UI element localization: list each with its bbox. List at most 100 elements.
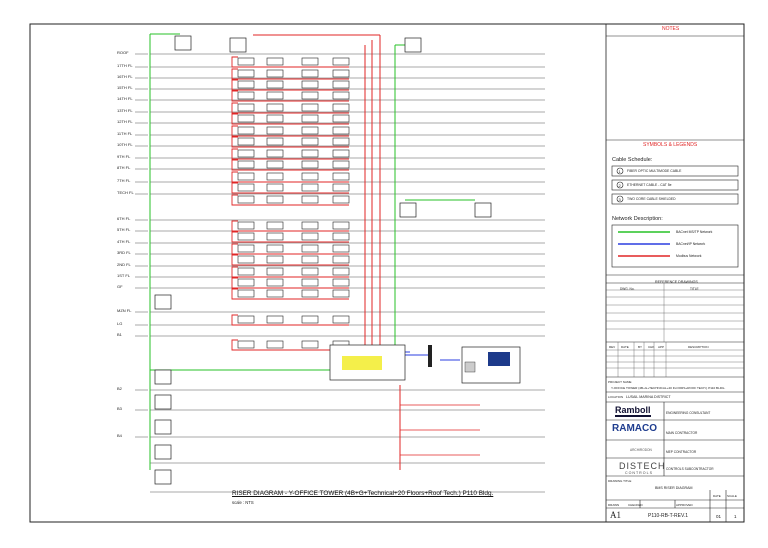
floor-label: B4 bbox=[117, 433, 122, 438]
location-label: LOCATION bbox=[608, 395, 624, 399]
controller-box bbox=[332, 137, 350, 146]
modbus-link bbox=[231, 231, 349, 243]
control-panel bbox=[154, 394, 172, 410]
modbus-link bbox=[231, 266, 349, 278]
cable-key-circle bbox=[616, 167, 624, 175]
control-panel bbox=[154, 294, 172, 310]
by-header: BY bbox=[638, 345, 643, 349]
controller-box bbox=[237, 149, 255, 158]
reference-heading: REFERENCE DRAWINGS bbox=[655, 280, 698, 284]
controller-box bbox=[266, 160, 284, 169]
modbus-link bbox=[231, 314, 349, 326]
controller-box bbox=[266, 57, 284, 66]
controls-logo-sub: CONTROLS bbox=[625, 471, 653, 475]
cable-key: 1 bbox=[618, 168, 621, 174]
controller-box bbox=[266, 315, 284, 324]
controller-box bbox=[266, 91, 284, 100]
floor-label: TECH FL bbox=[117, 190, 134, 195]
floor-label: 7TH FL bbox=[117, 178, 131, 183]
controller-box bbox=[301, 289, 319, 298]
control-panel bbox=[404, 37, 422, 53]
controller-box bbox=[237, 69, 255, 78]
controller-box bbox=[237, 278, 255, 287]
controller-box bbox=[332, 255, 350, 264]
drawing-number: P110-RB-T-REV.1 bbox=[648, 513, 689, 519]
controller-box bbox=[237, 195, 255, 204]
modbus-link bbox=[231, 68, 349, 80]
controller-box bbox=[237, 57, 255, 66]
controller-box bbox=[266, 289, 284, 298]
cable-key-circle bbox=[616, 195, 624, 203]
controller-box bbox=[332, 289, 350, 298]
modbus-link bbox=[231, 288, 349, 300]
controller-box bbox=[301, 221, 319, 230]
cable-key: 2 bbox=[618, 182, 621, 188]
controller-box bbox=[237, 183, 255, 192]
floor-label: 1ST FL bbox=[117, 273, 131, 278]
controller-box bbox=[332, 267, 350, 276]
mep-logo: ARCHIRODON bbox=[630, 448, 652, 452]
floor-label: 15TH FL bbox=[117, 85, 133, 90]
floor-label: 9TH FL bbox=[117, 154, 131, 159]
controller-box bbox=[332, 244, 350, 253]
floor-label: MZN FL bbox=[117, 308, 132, 313]
cable-schedule-row bbox=[611, 179, 739, 191]
control-panel bbox=[399, 202, 417, 218]
modbus-link bbox=[231, 125, 349, 137]
floor-label: 14TH FL bbox=[117, 96, 133, 101]
controller-box bbox=[266, 172, 284, 181]
approved-label: APPROVED bbox=[676, 503, 693, 507]
floor-label: ROOF bbox=[117, 50, 129, 55]
controller-box bbox=[266, 340, 284, 349]
panel-boxes bbox=[154, 35, 521, 485]
controller-box bbox=[266, 195, 284, 204]
controller-box bbox=[237, 267, 255, 276]
controller-box bbox=[332, 278, 350, 287]
floor-label: LG bbox=[117, 321, 123, 326]
reference-title-header: TITLE bbox=[690, 287, 699, 291]
floor-label: 2ND FL bbox=[117, 262, 131, 267]
modbus-link bbox=[231, 243, 349, 255]
controller-box bbox=[266, 232, 284, 241]
sheet-of: 1 bbox=[734, 514, 737, 519]
controls-logo: DISTECH bbox=[619, 461, 666, 471]
floor-label: 6TH FL bbox=[117, 216, 131, 221]
controller-box bbox=[237, 103, 255, 112]
controller-box bbox=[266, 114, 284, 123]
network-heading: Network Description: bbox=[612, 216, 663, 222]
controller-box bbox=[332, 103, 350, 112]
cable-key: 3 bbox=[618, 196, 621, 202]
control-panel bbox=[229, 37, 247, 53]
consultant-logo: Ramboll bbox=[615, 405, 651, 417]
floor-label: 12TH FL bbox=[117, 119, 133, 124]
controller-box bbox=[301, 114, 319, 123]
controller-box bbox=[237, 244, 255, 253]
floor-label: B2 bbox=[117, 386, 122, 391]
control-panel bbox=[154, 444, 172, 460]
symbols-heading: SYMBOLS & LEGENDS bbox=[643, 142, 698, 148]
controller-box bbox=[301, 172, 319, 181]
controller-box bbox=[332, 114, 350, 123]
drawn-label: DRAWN bbox=[608, 503, 620, 507]
controller-box bbox=[332, 69, 350, 78]
project-label: PROJECT NAME bbox=[608, 380, 632, 384]
controller-box bbox=[266, 126, 284, 135]
control-panel bbox=[154, 419, 172, 435]
floor-label: 11TH FL bbox=[117, 131, 133, 136]
sheet-number: 01 bbox=[716, 514, 722, 519]
controller-box bbox=[332, 221, 350, 230]
floor-label: 4TH FL bbox=[117, 239, 131, 244]
diagram-scale: scale : NTS bbox=[232, 500, 254, 505]
controller-box bbox=[301, 137, 319, 146]
controller-box bbox=[301, 91, 319, 100]
controller-box bbox=[237, 340, 255, 349]
network-switch bbox=[342, 356, 382, 370]
controller-box bbox=[301, 255, 319, 264]
controller-box bbox=[301, 315, 319, 324]
drawing-title-value: BMS RISER DIAGRAM bbox=[655, 486, 693, 490]
cable-key-circle bbox=[616, 181, 624, 189]
controller-box bbox=[237, 91, 255, 100]
controller-box bbox=[237, 137, 255, 146]
cable-schedule-heading: Cable Schedule: bbox=[612, 157, 653, 163]
